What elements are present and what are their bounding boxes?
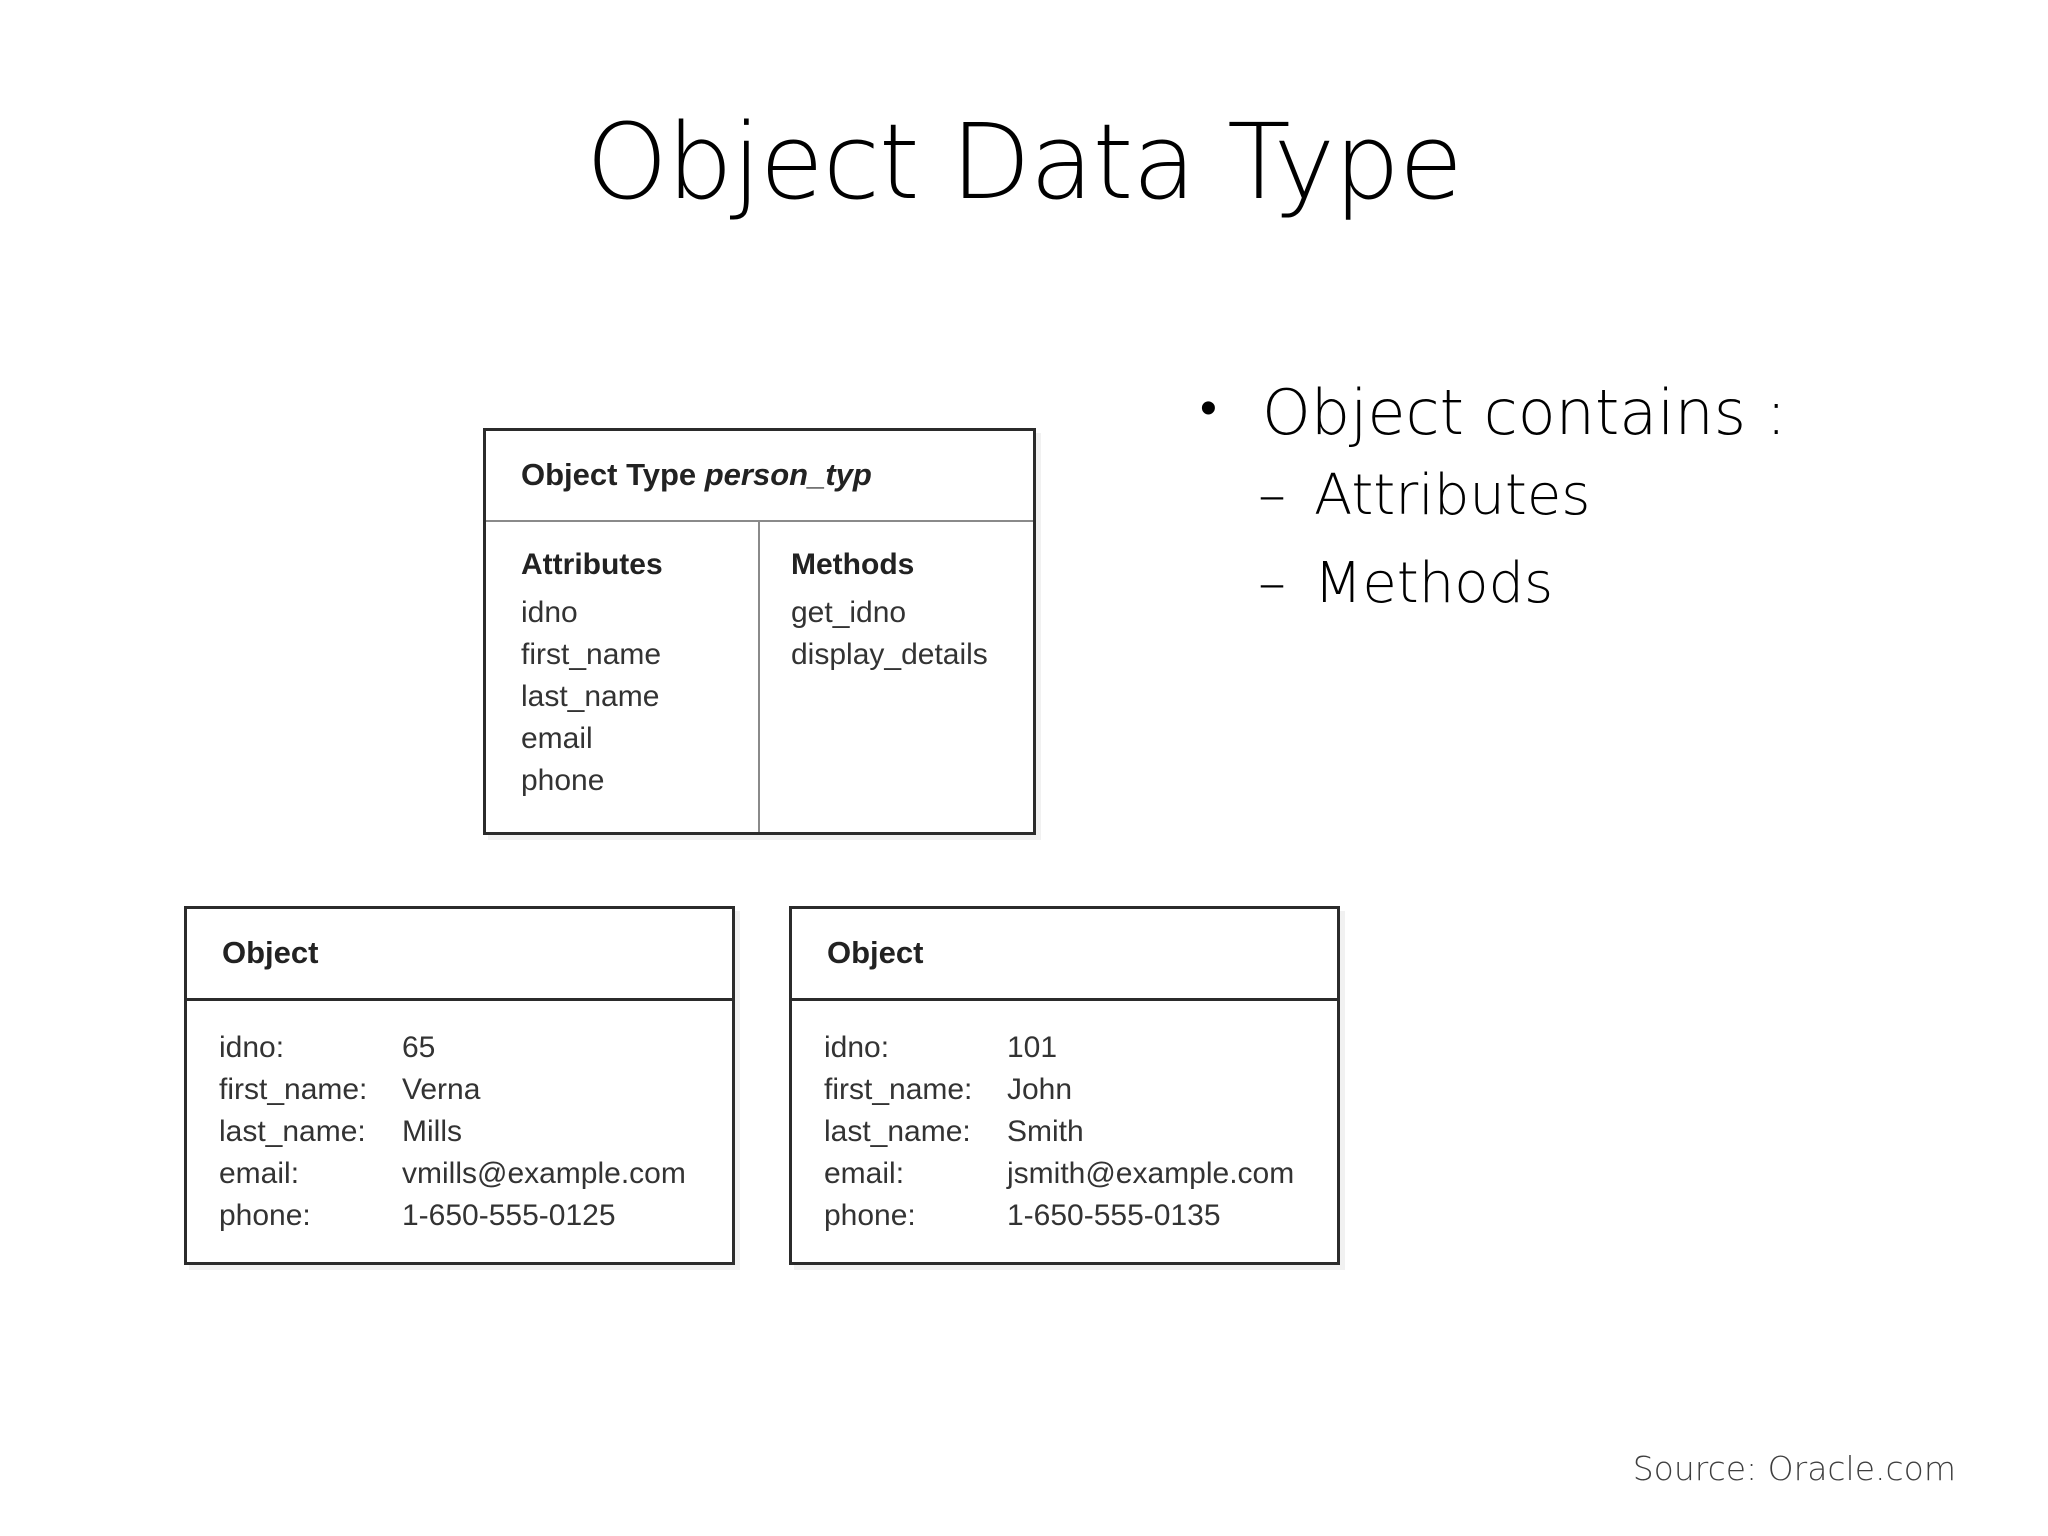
object-field-value: vmills@example.com [402,1157,686,1190]
column-divider [758,522,760,832]
object-type-header-prefix: Object Type [521,457,705,492]
bullet-item-label: Attributes [1314,463,1591,529]
object-field-key: last_name: [824,1115,971,1148]
object-field-key: last_name: [219,1115,366,1148]
list-item: get_idno [791,596,907,629]
methods-column: Methods get_idno display_details [791,522,1031,676]
object-instance-box: Object idno: 65 first_name: Verna last_nam… [184,906,735,1265]
object-field-value: Mills [402,1115,462,1148]
bullet-item-level2: – Methods [1258,553,2020,615]
bullet-item-label: Methods [1314,551,1554,617]
object-field-value: 1-650-555-0135 [1007,1199,1221,1232]
list-item: idno [521,596,578,629]
object-instance-header-label: Object [827,935,924,970]
object-field-row: last_name: Smith [824,1111,1337,1153]
object-field-key: first_name: [824,1073,973,1106]
object-type-name: person_typ [704,457,872,492]
object-field-row: phone: 1-650-555-0125 [219,1195,732,1237]
object-field-key: phone: [824,1199,916,1232]
object-field-row: first_name: John [824,1069,1337,1111]
object-field-key: email: [219,1157,300,1190]
bullet-item-level1: • Object contains : [1200,376,2020,449]
object-field-row: email: vmills@example.com [219,1153,732,1195]
object-field-value: John [1007,1073,1073,1106]
object-field-row: idno: 65 [219,1027,732,1069]
list-item: phone [521,764,605,797]
object-field-row: first_name: Verna [219,1069,732,1111]
object-field-value: jsmith@example.com [1007,1157,1295,1190]
object-field-row: last_name: Mills [219,1111,732,1153]
dash-marker-icon: – [1258,551,1286,617]
object-instance-body: idno: 101 first_name: John last_name: Smith… [792,1001,1337,1262]
bullet-list: • Object contains : – Attributes – Metho… [1200,378,2020,641]
object-instance-body: idno: 65 first_name: Verna last_name: Mills… [187,1001,732,1262]
object-type-header-label: Object Type person_typ [521,457,872,493]
object-field-row: idno: 101 [824,1027,1337,1069]
object-field-key: idno: [219,1031,285,1064]
object-instance-header-label: Object [222,935,319,970]
list-item: first_name [521,638,662,671]
bullet-item-level2: – Attributes [1258,465,2020,527]
object-field-value: Verna [402,1073,481,1106]
object-type-diagram: Object Type person_typ Attributes idno f… [483,428,1036,835]
object-field-value: 65 [402,1031,436,1064]
object-field-key: first_name: [219,1073,368,1106]
object-field-key: idno: [824,1031,890,1064]
object-instance-header: Object [187,909,732,1001]
object-field-value: Smith [1007,1115,1084,1148]
list-item: last_name [521,680,660,713]
attributes-list: idno first_name last_name email phone [521,592,761,802]
methods-list: get_idno display_details [791,592,1031,676]
object-field-key: email: [824,1157,905,1190]
attributes-column: Attributes idno first_name last_name ema… [521,522,761,802]
list-item: email [521,722,593,755]
object-field-value: 1-650-555-0125 [402,1199,616,1232]
object-field-row: email: jsmith@example.com [824,1153,1337,1195]
bullet-item-label: Object contains : [1262,376,1787,449]
source-attribution: Source: Oracle.com [1632,1449,1956,1488]
page-title: Object Data Type [585,101,1463,223]
object-type-body: Attributes idno first_name last_name ema… [486,522,1033,832]
object-instance-box: Object idno: 101 first_name: John last_nam… [789,906,1340,1265]
object-field-key: phone: [219,1199,311,1232]
object-type-header: Object Type person_typ [486,431,1033,522]
attributes-column-title: Attributes [521,548,663,581]
object-field-value: 101 [1007,1031,1058,1064]
dash-marker-icon: – [1258,463,1286,529]
list-item: display_details [791,638,988,671]
methods-column-title: Methods [791,548,915,581]
object-field-row: phone: 1-650-555-0135 [824,1195,1337,1237]
object-instance-header: Object [792,909,1337,1001]
bullet-marker-icon: • [1200,380,1217,436]
